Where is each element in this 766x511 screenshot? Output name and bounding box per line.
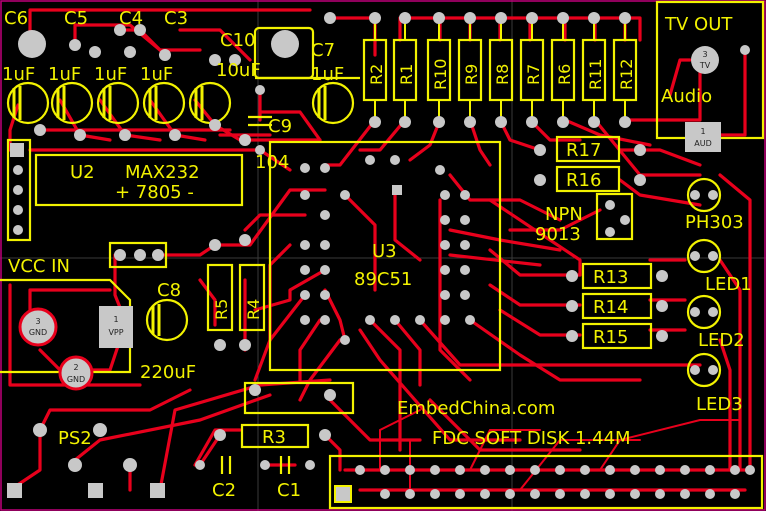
pad-aud1: 1 AUD bbox=[685, 122, 721, 152]
label-r2: R2 bbox=[367, 64, 386, 85]
label-u2: U2 bbox=[70, 162, 95, 183]
label-c4: C4 bbox=[119, 8, 143, 29]
label-r4: R4 bbox=[244, 299, 263, 320]
svg-text:AUD: AUD bbox=[694, 139, 712, 148]
svg-text:GND: GND bbox=[29, 328, 47, 337]
label-c8: C8 bbox=[157, 280, 181, 301]
svg-text:GND: GND bbox=[67, 375, 85, 384]
label-c10-value: 10uF bbox=[216, 60, 261, 81]
label-u3: U3 bbox=[372, 241, 397, 262]
label-led1: LED1 bbox=[705, 274, 752, 295]
label-cap-1: 1uF bbox=[2, 64, 35, 85]
label-89c51: 89C51 bbox=[354, 269, 412, 290]
pads bbox=[7, 12, 755, 503]
label-max232: MAX232 bbox=[125, 162, 200, 183]
label-vcc-in: VCC IN bbox=[8, 256, 70, 277]
label-led2: LED2 bbox=[698, 330, 745, 351]
svg-text:2: 2 bbox=[73, 363, 78, 372]
label-c1: C1 bbox=[277, 480, 301, 501]
label-tv-out: TV OUT bbox=[664, 14, 733, 35]
pad-tv3: 3 TV bbox=[691, 46, 719, 74]
silk-labels: C6 C5 C4 C3 C10 10uF C7 1uF 1uF 1uF 1uF … bbox=[2, 8, 752, 501]
svg-text:3: 3 bbox=[702, 50, 707, 59]
svg-text:TV: TV bbox=[699, 61, 711, 70]
svg-text:1: 1 bbox=[700, 127, 705, 136]
label-r7: R7 bbox=[524, 64, 543, 85]
label-ps2: PS2 bbox=[58, 428, 92, 449]
label-fdc: FDC SOFT DISK 1.44M bbox=[432, 428, 631, 449]
pad-gnd2: 2 GND bbox=[58, 355, 94, 391]
label-r17: R17 bbox=[566, 140, 601, 161]
label-c6: C6 bbox=[4, 8, 28, 29]
label-c5: C5 bbox=[64, 8, 88, 29]
label-r14: R14 bbox=[593, 297, 628, 318]
label-r3: R3 bbox=[262, 427, 286, 448]
label-r9: R9 bbox=[462, 64, 481, 85]
label-npn: NPN bbox=[545, 204, 583, 225]
label-c7: C7 bbox=[311, 40, 335, 61]
label-c9: C9 bbox=[268, 116, 292, 137]
svg-text:VPP: VPP bbox=[108, 328, 123, 337]
label-9013: 9013 bbox=[535, 224, 581, 245]
label-r8: R8 bbox=[493, 64, 512, 85]
label-7805: + 7805 - bbox=[115, 182, 194, 203]
label-r1: R1 bbox=[397, 64, 416, 85]
label-c8-value: 220uF bbox=[140, 362, 196, 383]
label-r16: R16 bbox=[566, 170, 601, 191]
label-c7-value: 1uF bbox=[311, 64, 344, 85]
label-r10: R10 bbox=[431, 59, 450, 90]
label-r13: R13 bbox=[593, 267, 628, 288]
label-audio: Audio bbox=[661, 86, 712, 107]
label-r6: R6 bbox=[555, 64, 574, 85]
label-c2: C2 bbox=[212, 480, 236, 501]
label-c10: C10 bbox=[220, 30, 255, 51]
label-r15: R15 bbox=[593, 327, 628, 348]
label-ph303: PH303 bbox=[685, 212, 744, 233]
label-embedchina: EmbedChina.com bbox=[397, 398, 555, 419]
label-cap-3: 1uF bbox=[94, 64, 127, 85]
label-c3: C3 bbox=[164, 8, 188, 29]
label-r12: R12 bbox=[617, 59, 636, 90]
pad-gnd3: 3 GND bbox=[18, 307, 58, 347]
svg-text:1: 1 bbox=[113, 315, 118, 324]
label-r5: R5 bbox=[212, 299, 231, 320]
svg-text:3: 3 bbox=[35, 317, 40, 326]
label-r11: R11 bbox=[586, 59, 605, 90]
label-cap-4: 1uF bbox=[140, 64, 173, 85]
pad-vpp1: 1 VPP bbox=[99, 306, 133, 348]
label-cap-2: 1uF bbox=[48, 64, 81, 85]
label-c9-value: 104 bbox=[255, 152, 289, 173]
label-led3: LED3 bbox=[696, 394, 743, 415]
